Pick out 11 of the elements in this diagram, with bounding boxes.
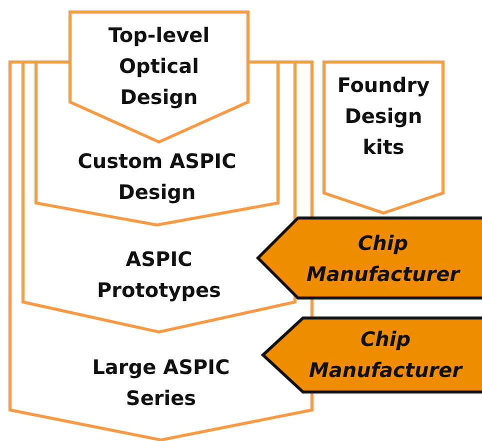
chevron-shape xyxy=(70,12,248,142)
chevron-shape xyxy=(324,62,443,213)
shape-label: Chip Manufacturer xyxy=(308,326,464,384)
shape-label: Chip Manufacturer xyxy=(305,230,462,288)
shape-label: Top-level Optical Design xyxy=(107,22,211,111)
shape-label: ASPIC Prototypes xyxy=(96,246,222,304)
arrow-shape xyxy=(258,218,482,298)
shape-label: Large ASPIC Series xyxy=(91,354,231,412)
shape-label: Custom ASPIC Design xyxy=(76,148,238,206)
arrow-shape xyxy=(263,318,482,392)
shape-label: Foundry Design kits xyxy=(336,72,431,161)
